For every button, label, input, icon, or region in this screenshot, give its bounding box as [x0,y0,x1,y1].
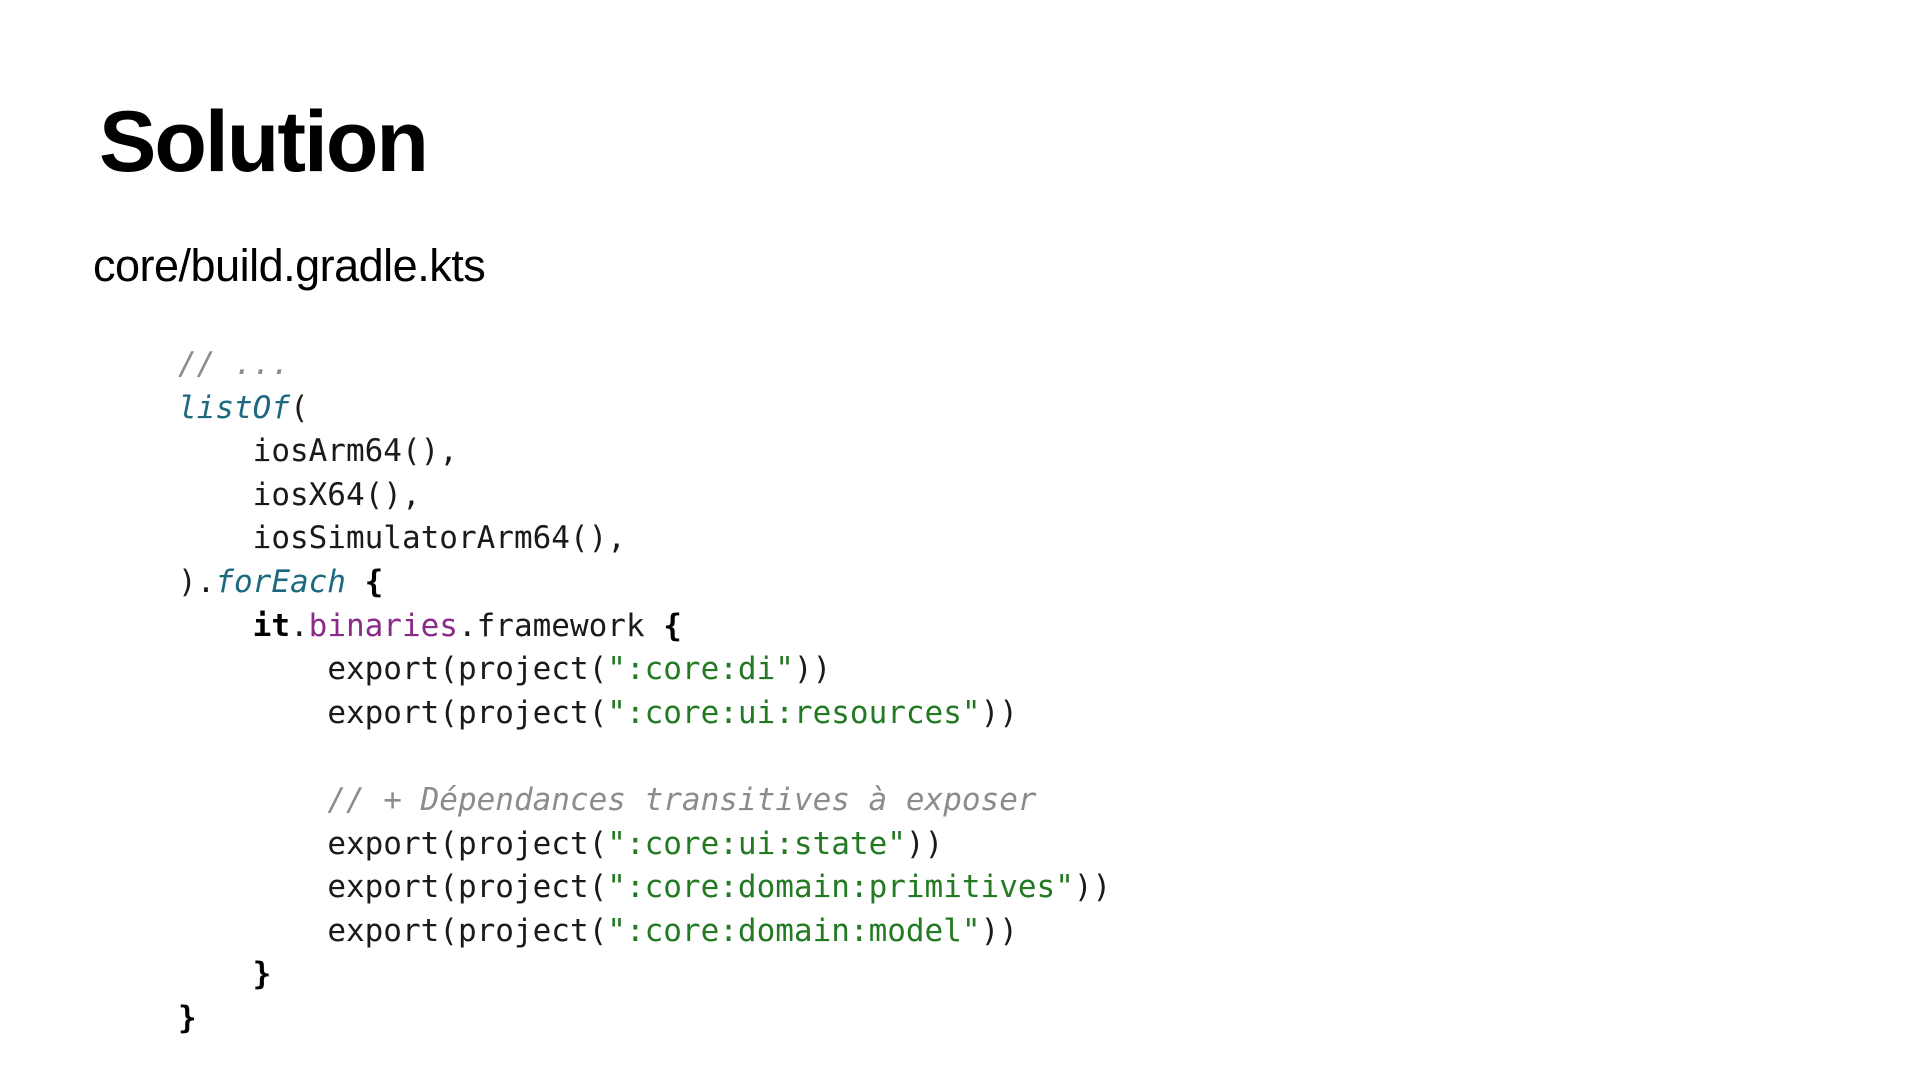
code-line: iosSimulatorArm64(), [178,517,1111,561]
code-brace: } [178,999,197,1036]
code-punct: ). [178,563,216,600]
code-comment: // ... [178,346,290,382]
code-function: listOf [178,389,290,426]
slide-title: Solution [99,94,429,190]
code-keyword: it [252,607,290,644]
code-property: binaries [308,607,458,644]
code-call: export(project( [327,825,608,862]
code-line: export(project(":core:ui:resources")) [178,692,1111,736]
code-line: // + Dépendances transitives à exposer [178,779,1111,823]
code-line: } [178,997,1111,1041]
code-line: ).forEach { [178,561,1111,605]
code-target: iosArm64(), [252,433,458,470]
code-line: export(project(":core:di")) [178,648,1111,692]
code-string: ":core:di" [607,651,794,688]
code-line: export(project(":core:ui:state")) [178,823,1111,867]
code-string: ":core:domain:primitives" [607,869,1074,906]
code-punct: )) [980,694,1018,731]
code-brace: { [364,563,384,600]
code-call: export(project( [327,651,608,688]
code-string: ":core:domain:model" [607,912,981,949]
code-string: ":core:ui:resources" [607,694,981,731]
code-target: iosX64(), [252,476,421,513]
code-line: it.binaries.framework { [178,605,1111,649]
code-target: iosSimulatorArm64(), [252,520,626,557]
code-line: // ... [178,343,1111,387]
code-call: export(project( [327,694,608,731]
code-call: export(project( [327,869,608,906]
file-path-subtitle: core/build.gradle.kts [93,240,486,291]
code-line: iosArm64(), [178,430,1111,474]
code-line: export(project(":core:domain:model")) [178,910,1111,954]
code-line: iosX64(), [178,474,1111,518]
code-function: forEach [215,563,346,600]
code-punct: )) [905,825,944,862]
code-line: listOf( [178,387,1111,431]
code-punct: )) [793,651,832,688]
code-line: export(project(":core:domain:primitives"… [178,866,1111,910]
code-blank-line [178,735,1111,779]
code-block: // ... listOf( iosArm64(), iosX64(), ios… [178,343,1111,1041]
code-punct: ( [289,389,309,426]
code-property-plain: .framework [457,607,645,644]
code-line: } [178,953,1111,997]
code-brace: } [252,956,272,993]
code-punct: . [289,607,309,644]
code-call: export(project( [327,912,608,949]
code-comment: // + Dépendances transitives à exposer [327,781,1037,818]
code-punct: )) [980,912,1018,949]
code-brace: { [663,607,682,644]
code-string: ":core:ui:state" [607,825,906,862]
code-punct: )) [1073,869,1112,906]
